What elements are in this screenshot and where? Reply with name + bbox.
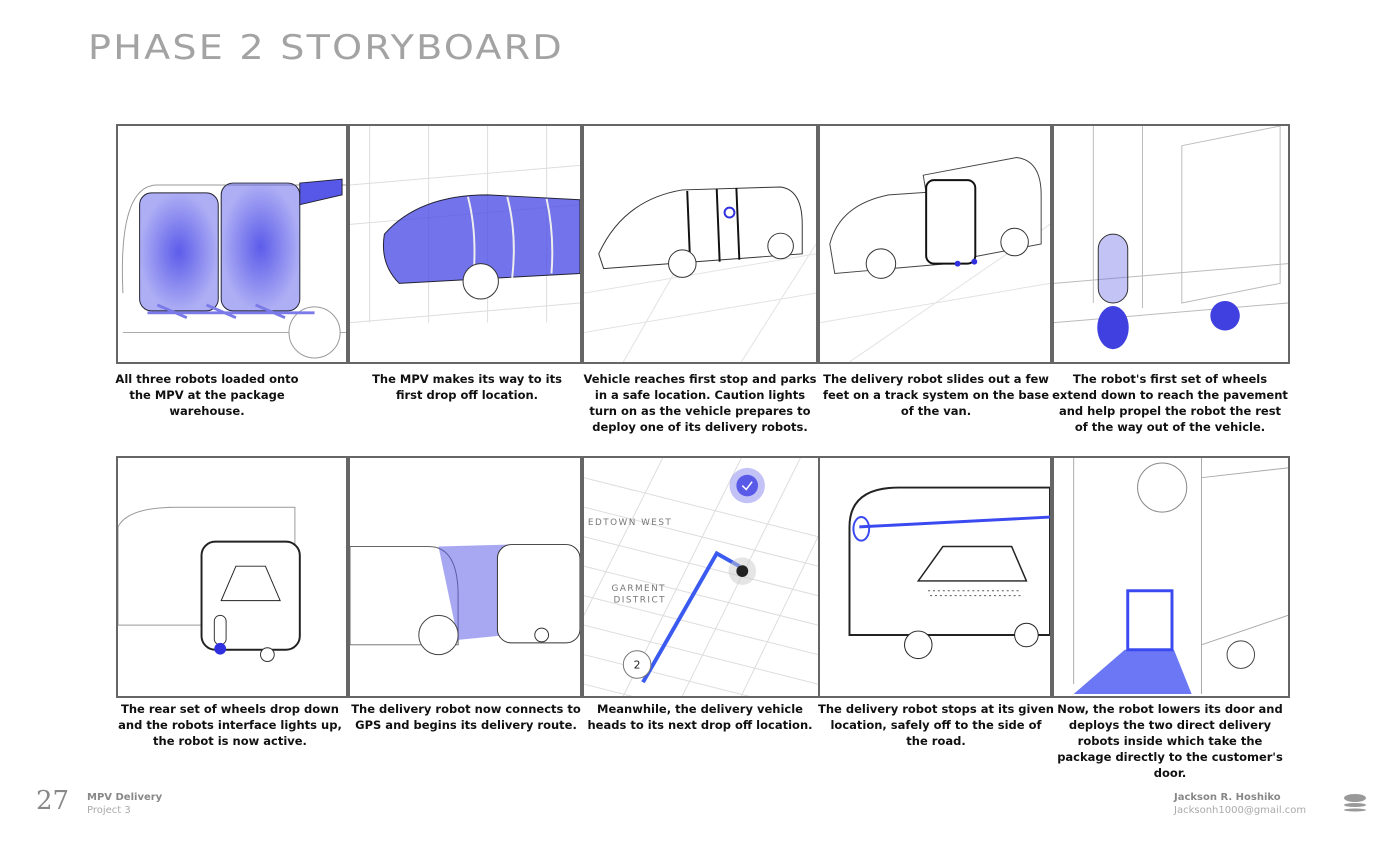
storyboard-panel-2 <box>348 124 582 364</box>
project-title: MPV Delivery <box>87 792 163 803</box>
panel-caption-2: The MPV makes its way to its first drop … <box>372 372 562 402</box>
project-subtitle: Project 3 <box>87 805 131 816</box>
storyboard-panel-10 <box>1052 456 1290 698</box>
panel-caption-5: The robot's first set of wheels extend d… <box>1052 372 1288 434</box>
gps-map[interactable]: EDTOWN WEST GARMENT DISTRICT 2 <box>584 458 818 696</box>
map-label-garment: GARMENT <box>612 584 667 594</box>
storyboard-panel-3 <box>582 124 818 364</box>
robot-active-sketch <box>118 506 301 663</box>
robot-stopped-sketch <box>848 486 1050 660</box>
author-email: Jacksonh1000@gmail.com <box>1174 805 1307 816</box>
storyboard-panel-7 <box>348 456 582 698</box>
robot-slides-out-sketch <box>820 157 1050 362</box>
robots-loaded-sketch <box>121 178 346 359</box>
storyboard-panel-5 <box>1052 124 1290 364</box>
vehicle-location-icon <box>736 565 749 577</box>
storyboard-panel-8: EDTOWN WEST GARMENT DISTRICT 2 <box>582 456 820 698</box>
author-name: Jackson R. Hoshiko <box>1174 792 1281 803</box>
panel-caption-8: Meanwhile, the delivery vehicle heads to… <box>587 702 813 732</box>
wheels-extend-sketch <box>1054 126 1288 350</box>
page-title: PHASE 2 STORYBOARD <box>88 28 564 68</box>
panel-caption-3: Vehicle reaches first stop and parks in … <box>583 372 817 434</box>
vehicle-parked-sketch <box>584 186 816 362</box>
storyboard-panel-9 <box>818 456 1052 698</box>
panel-caption-10: Now, the robot lowers its door and deplo… <box>1057 702 1283 780</box>
stop-marker <box>622 650 652 679</box>
page-number: 27 <box>36 786 70 816</box>
robot-gps-sketch <box>350 544 580 656</box>
brand-logo-icon <box>1344 794 1366 812</box>
storyboard-panel-4 <box>818 124 1052 364</box>
storyboard-panel-1 <box>116 124 348 364</box>
panel-caption-7: The delivery robot now connects to GPS a… <box>351 702 581 732</box>
map-label-district: DISTRICT <box>613 596 666 606</box>
svg-text:2: 2 <box>634 658 641 671</box>
robot-door-lowers-sketch <box>1073 458 1288 694</box>
panel-caption-9: The delivery robot stops at its given lo… <box>818 702 1054 748</box>
mpv-driving-sketch <box>350 126 580 324</box>
storyboard-panel-6 <box>116 456 348 698</box>
panel-caption-6: The rear set of wheels drop down and the… <box>118 702 342 748</box>
map-label-midtown-west: EDTOWN WEST <box>588 518 672 528</box>
panel-caption-1: All three robots loaded onto the MPV at … <box>115 372 299 418</box>
panel-caption-4: The delivery robot slides out a few feet… <box>822 372 1050 418</box>
